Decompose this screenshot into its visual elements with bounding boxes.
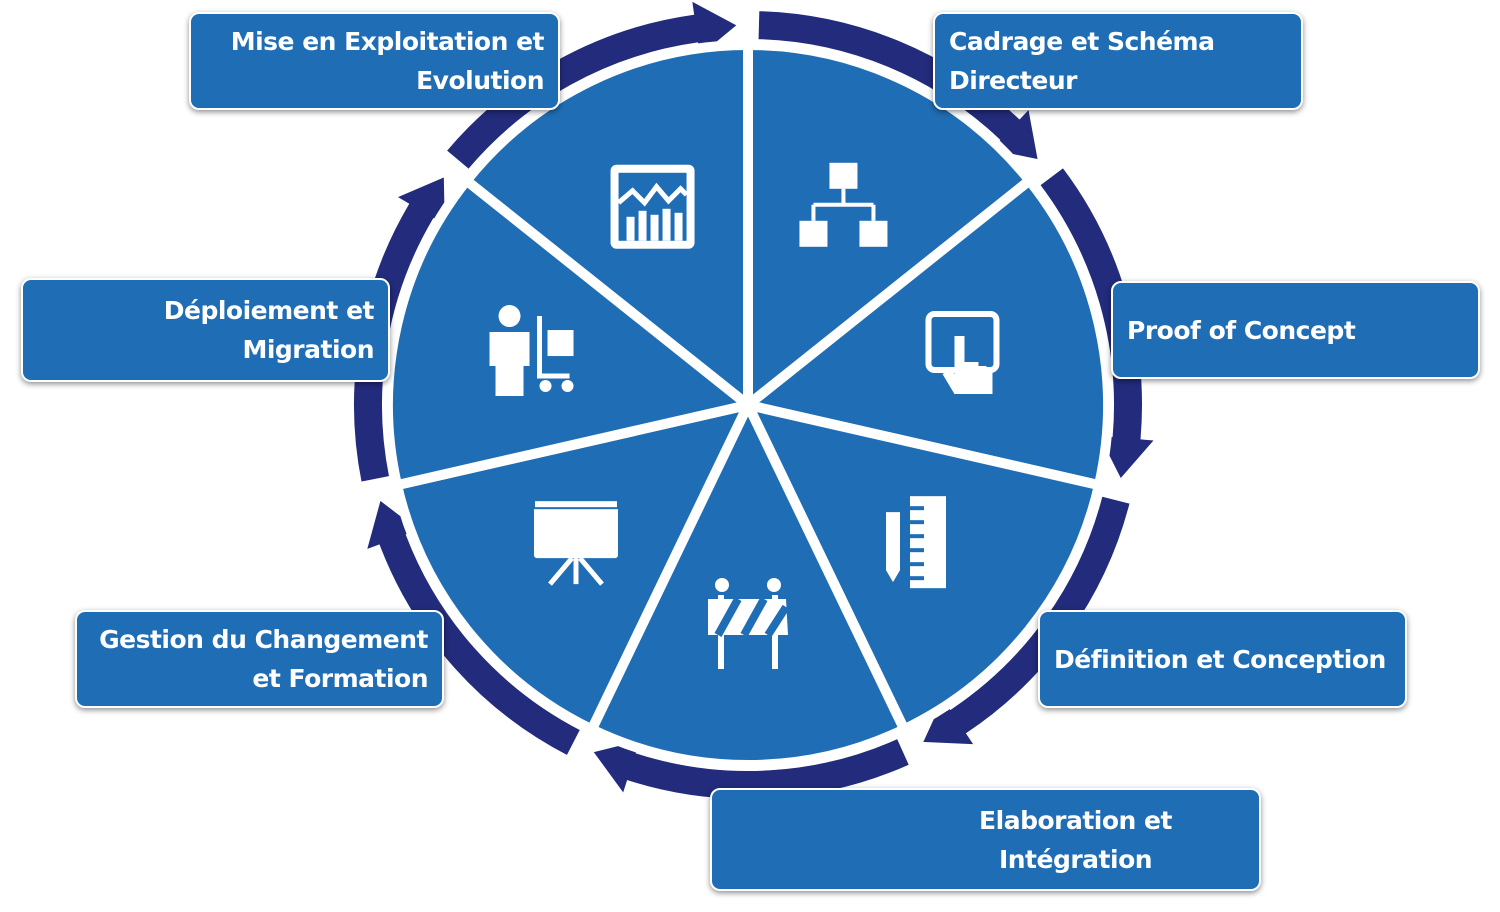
wheel-segment-4 [586,400,910,770]
phase-label-poc: Proof of Concept [1111,281,1480,379]
phase-label-cadrage-line1: Cadrage et Schéma [949,27,1215,56]
phase-label-exploitation-line2: Evolution [416,66,544,95]
phase-label-poc-line1: Proof of Concept [1127,315,1356,345]
phase-label-exploitation-line1: Mise en Exploitation et [230,27,545,56]
phase-label-deploiement: Déploiement et Migration [21,278,390,382]
phase-label-definition-line1: Définition et Conception [1054,644,1386,674]
phase-label-elaboration: Elaboration et Intégration [710,788,1261,891]
touch-screen-icon [925,311,1000,395]
phase-label-gestion-line1: Gestion du Changement [99,625,428,654]
wheel-segment-5 [392,400,753,735]
phase-label-elaboration-line1: Elaboration et [979,805,1172,835]
phase-label-gestion-line2: et Formation [252,664,428,693]
phase-label-gestion: Gestion du Changement et Formation [75,610,444,708]
phase-label-cadrage-line2: Directeur [949,66,1077,95]
monitoring-chart-icon [610,164,695,249]
phase-label-deploiement-line2: Migration [242,335,374,364]
phase-label-definition: Définition et Conception [1038,610,1407,708]
presentation-board-icon [532,499,619,586]
hierarchy-icon [799,162,888,247]
pencil-ruler-icon [886,496,947,589]
phase-label-deploiement-line1: Déploiement et [163,296,375,325]
phase-label-cadrage: Cadrage et Schéma Directeur [933,12,1303,110]
wheel-segment-1 [743,40,1035,410]
wheel-segment-7 [461,40,753,410]
phase-label-elaboration-line2: Intégration [998,844,1153,874]
construction-barrier-icon [708,578,790,669]
person-cart-icon [489,305,574,397]
phase-label-exploitation: Mise en Exploitation et Evolution [189,12,560,110]
